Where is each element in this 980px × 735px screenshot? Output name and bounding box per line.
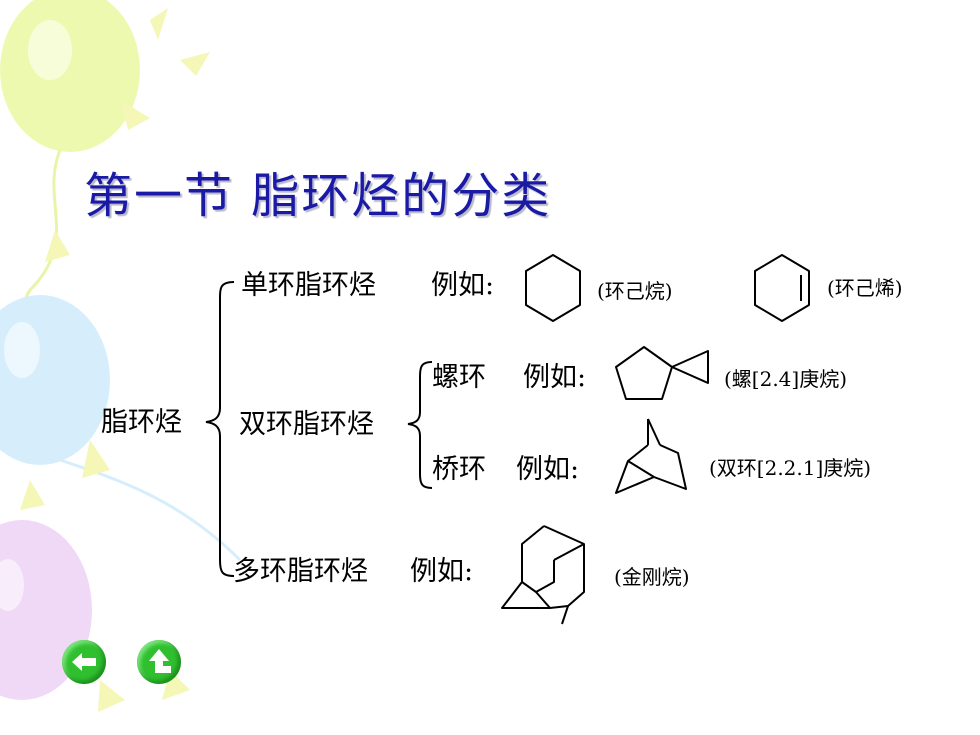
cyclohexane-name: (环己烷) <box>597 279 673 303</box>
main-brace <box>205 281 235 577</box>
back-button[interactable] <box>62 640 106 684</box>
up-button[interactable] <box>137 640 181 684</box>
bicyclic-brace <box>407 361 433 489</box>
cyclohexene-name: (环己烯) <box>827 276 903 300</box>
bicyclic-label: 双环脂环烃 <box>239 409 374 440</box>
polycyclic-label: 多环脂环烃 <box>233 556 368 587</box>
balloon-blue-icon <box>0 295 242 562</box>
up-arrow-icon <box>149 649 171 673</box>
spiro-label: 螺环 <box>432 362 486 393</box>
bridged-label: 桥环 <box>432 454 486 485</box>
bridged-example-label: 例如: <box>516 454 580 485</box>
cyclohexene-structure <box>754 254 810 322</box>
norbornane-name: (双环[2.2.1]庚烷) <box>709 456 872 480</box>
slide-title: 第一节 脂环烃的分类 <box>84 168 552 224</box>
norbornane-structure <box>615 418 687 494</box>
cyclohexane-structure <box>525 254 581 322</box>
monocyclic-label: 单环脂环烃 <box>241 270 376 301</box>
monocyclic-example-label: 例如: <box>431 270 495 301</box>
polycyclic-example-label: 例如: <box>410 556 474 587</box>
spiro-example-label: 例如: <box>523 362 587 393</box>
spiroheptane-name: (螺[2.4]庚烷) <box>724 367 848 391</box>
root-label: 脂环烃 <box>101 407 182 438</box>
adamantane-name: (金刚烷) <box>614 565 690 589</box>
spiroheptane-structure <box>615 346 709 400</box>
sun-rays-icon <box>20 8 210 712</box>
adamantane-structure <box>501 525 585 625</box>
back-arrow-icon <box>72 653 96 671</box>
